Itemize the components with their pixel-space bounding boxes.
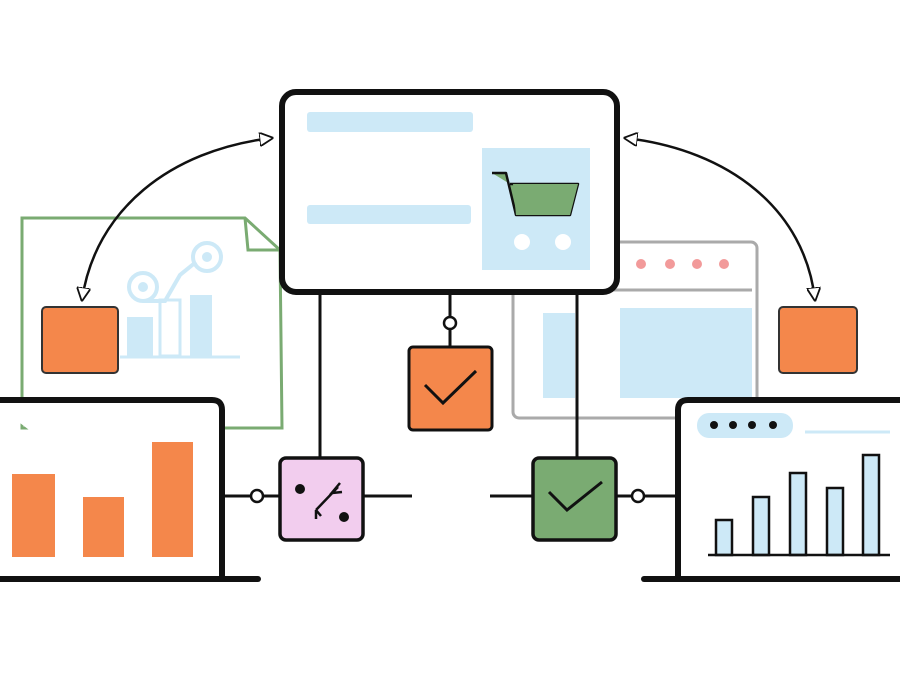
bar (12, 474, 55, 557)
laptop-left (0, 397, 261, 582)
connector-node (442, 315, 458, 331)
bar (751, 495, 771, 557)
sync-arrow-right (625, 138, 815, 300)
orange-node-right[interactable] (778, 306, 858, 374)
connector-node (249, 488, 265, 504)
orange-check-box[interactable] (407, 345, 494, 432)
green-check-box[interactable] (531, 456, 618, 542)
shopping-cart-icon (492, 171, 580, 250)
bar (861, 453, 881, 557)
orange-node-left[interactable] (41, 306, 119, 374)
bar (825, 486, 845, 557)
bar (788, 471, 808, 557)
bar (714, 518, 734, 557)
central-shop-window[interactable] (279, 89, 620, 295)
checkmark-icon (423, 369, 478, 406)
laptop-right (641, 397, 900, 582)
broken-link-icon (314, 482, 343, 519)
bar (152, 442, 193, 557)
pink-broken-link-box[interactable] (278, 456, 365, 542)
sync-arrow-left (82, 138, 272, 300)
connector-node (630, 488, 646, 504)
checkmark-icon (547, 480, 603, 513)
bar (83, 497, 124, 557)
